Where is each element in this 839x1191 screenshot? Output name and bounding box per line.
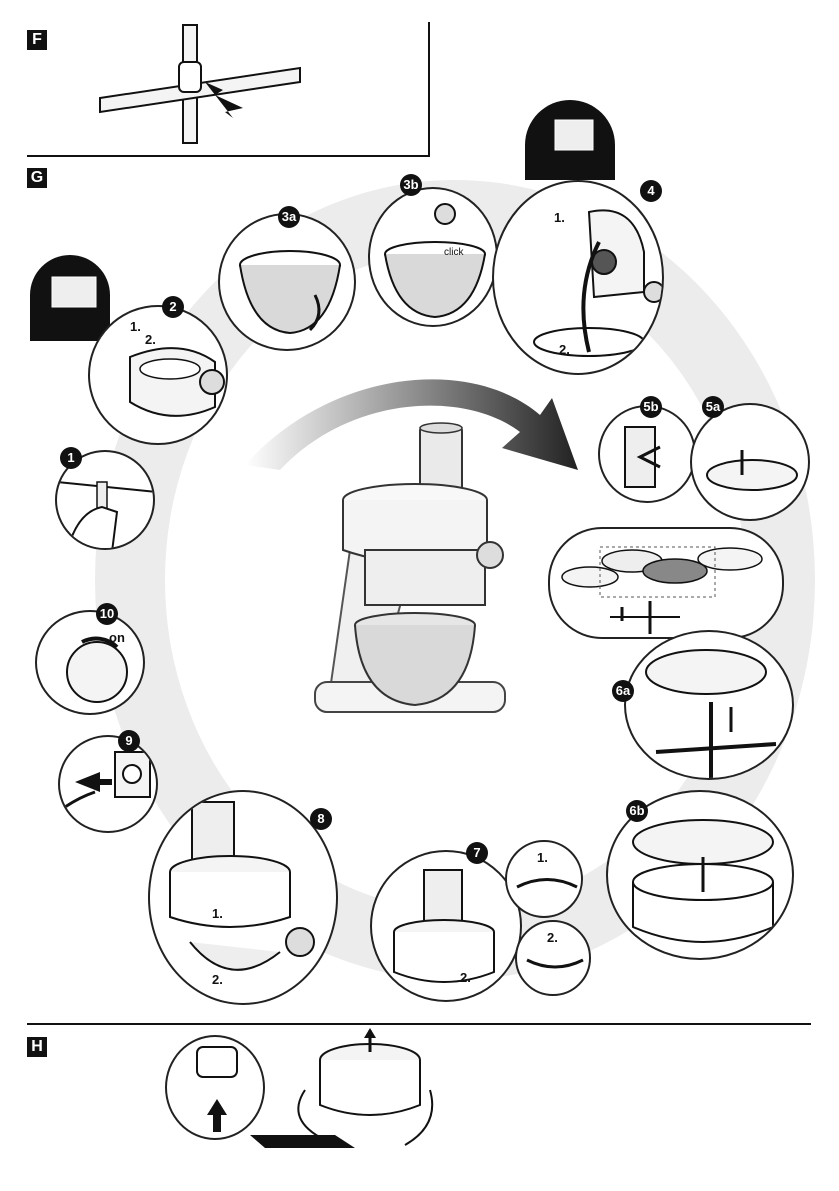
step-5a-panel	[690, 403, 810, 521]
step-4-order-1: 1.	[554, 210, 565, 225]
disc-options-panel	[548, 527, 784, 639]
step-3a-panel	[218, 213, 356, 351]
step-7-detail-1: 1.	[505, 840, 583, 918]
step-4-inset-icon	[525, 100, 615, 185]
step-9-panel	[58, 735, 158, 833]
step-10-badge: 10	[96, 603, 118, 625]
section-label-f: F	[27, 30, 47, 50]
step-9-badge: 9	[118, 730, 140, 752]
section-f-border-right	[428, 22, 430, 156]
step-2-panel: 1. 2.	[88, 305, 228, 445]
plug-arrow-icon	[75, 772, 112, 792]
step-8-badge: 8	[310, 808, 332, 830]
step-7-badge: 7	[466, 842, 488, 864]
step-4-order-2: 2.	[559, 342, 570, 357]
step-7-order-2: 2.	[460, 970, 471, 985]
section-label-g: G	[27, 168, 47, 188]
push-arrow-icon	[207, 1099, 227, 1132]
step-8-order-1: 1.	[212, 906, 223, 921]
step-3b-badge: 3b	[400, 174, 422, 196]
step-6b-badge: 6b	[626, 800, 648, 822]
step-2-order-1: 1.	[130, 319, 141, 334]
step-10-panel: on	[35, 610, 145, 715]
step-3b-panel: click	[368, 187, 498, 327]
step-5a-badge: 5a	[702, 396, 724, 418]
drive-shaft-illustration	[95, 20, 310, 145]
step-5b-badge: 5b	[640, 396, 662, 418]
step-2-order-2: 2.	[145, 332, 156, 347]
step-8-order-2: 2.	[212, 972, 223, 987]
step-4-badge: 4	[640, 180, 662, 202]
step-2-badge: 2	[162, 296, 184, 318]
section-f-border-bottom	[27, 155, 430, 157]
step-1-badge: 1	[60, 447, 82, 469]
step-6a-badge: 6a	[612, 680, 634, 702]
click-label: click	[444, 247, 463, 258]
step-3a-badge: 3a	[278, 206, 300, 228]
section-label-h: H	[27, 1037, 47, 1057]
food-processor-illustration	[310, 420, 530, 740]
step-5b-panel	[598, 405, 696, 503]
disc-removal-illustration	[245, 1030, 440, 1150]
step-7-detail-2: 2.	[515, 920, 591, 996]
step-7-panel: 2.	[370, 850, 522, 1002]
on-label: on	[109, 630, 125, 645]
section-h-divider	[27, 1023, 811, 1025]
step-4-panel: 1. 2.	[492, 180, 664, 375]
step-6a-panel	[624, 630, 794, 780]
